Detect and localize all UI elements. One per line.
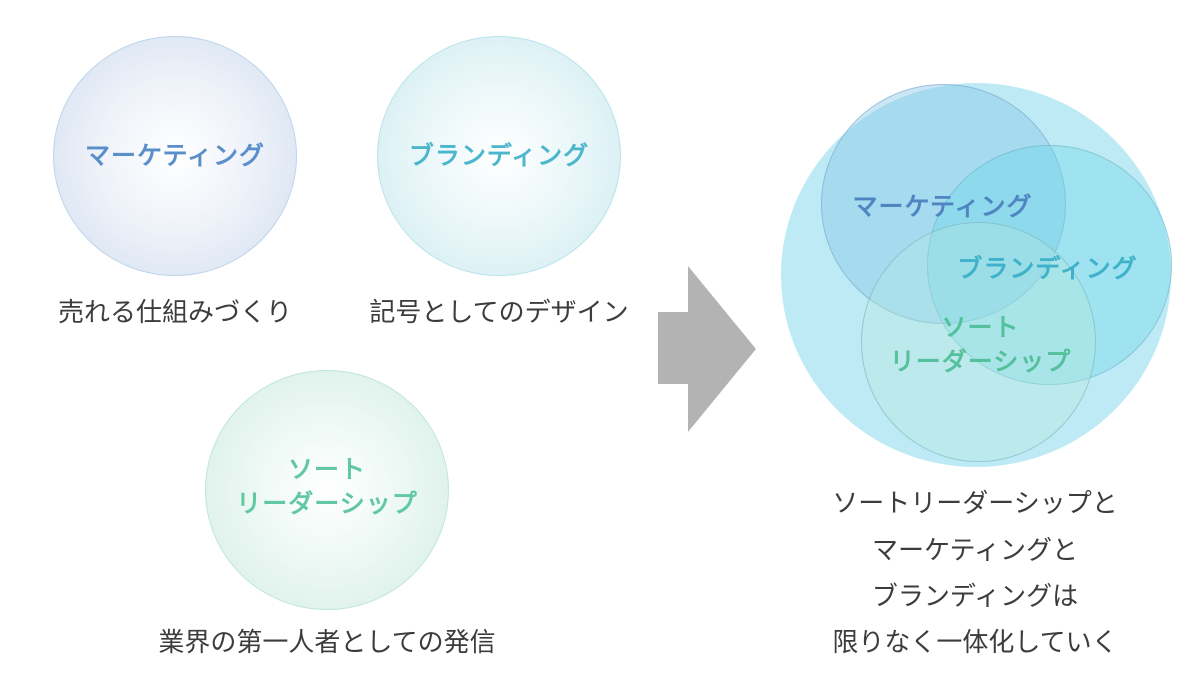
overlap-thought-leadership-circle xyxy=(861,222,1096,462)
branding-caption: 記号としてのデザイン xyxy=(369,298,629,328)
branding-circle-label: ブランディング xyxy=(408,141,590,170)
thought-leadership-circle-label-line2: リーダーシップ xyxy=(236,489,418,518)
summary-line-4: 限りなく一体化していく xyxy=(832,628,1118,658)
thought-leadership-circle-label-line1: ソート xyxy=(287,455,366,484)
marketing-circle xyxy=(53,36,297,276)
marketing-circle-label: マーケティング xyxy=(84,141,265,170)
marketing-caption: 売れる仕組みづくり xyxy=(57,298,292,328)
summary-line-3: ブランディングは xyxy=(871,582,1079,612)
summary-line-2: マーケティングと xyxy=(872,536,1078,566)
overlap-marketing-label: マーケティング xyxy=(852,192,1033,221)
overlap-thought-leadership-label-line2: リーダーシップ xyxy=(889,347,1072,376)
right-arrow-icon xyxy=(658,266,756,432)
branding-circle xyxy=(377,36,621,276)
thought-leadership-circle xyxy=(205,370,449,610)
summary-line-1: ソートリーダーシップと xyxy=(832,489,1118,519)
thought-leadership-caption: 業界の第一人者としての発信 xyxy=(158,628,496,658)
overlap-branding-label: ブランディング xyxy=(957,254,1138,283)
overlap-thought-leadership-label-line1: ソート xyxy=(941,313,1020,342)
